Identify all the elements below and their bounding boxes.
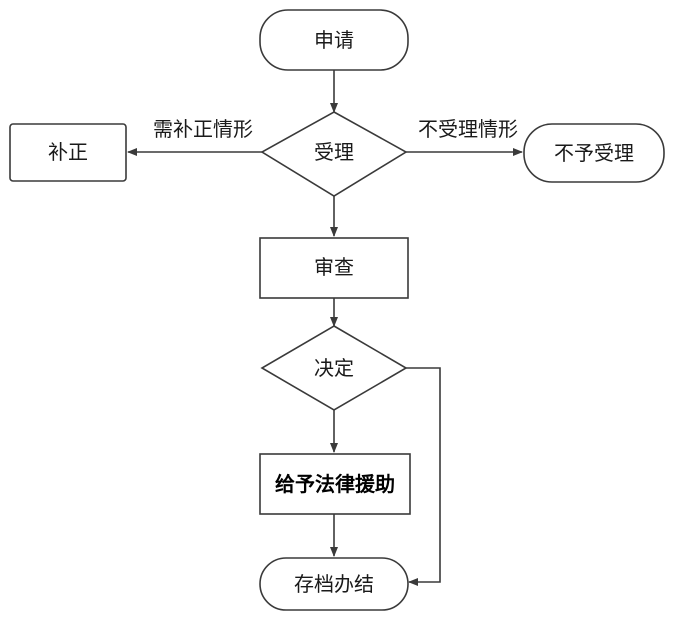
node-review-label: 审查 bbox=[314, 255, 354, 279]
node-apply: 申请 bbox=[259, 9, 409, 71]
node-review: 审查 bbox=[259, 237, 409, 299]
node-apply-label: 申请 bbox=[314, 28, 354, 52]
label-need-correction: 需补正情形 bbox=[153, 117, 253, 141]
node-reject-label: 不予受理 bbox=[554, 141, 634, 165]
node-accept: 受理 bbox=[260, 111, 408, 197]
node-grant-label: 给予法律援助 bbox=[275, 472, 395, 496]
node-correct-label: 补正 bbox=[48, 140, 88, 164]
node-archive-label: 存档办结 bbox=[294, 572, 374, 596]
node-grant: 给予法律援助 bbox=[259, 453, 411, 515]
label-not-accepted: 不受理情形 bbox=[418, 117, 518, 141]
node-archive: 存档办结 bbox=[259, 557, 409, 611]
node-reject: 不予受理 bbox=[523, 123, 665, 183]
node-decide: 决定 bbox=[260, 325, 408, 411]
node-decide-label: 决定 bbox=[314, 356, 354, 380]
node-accept-label: 受理 bbox=[314, 140, 354, 164]
node-correct: 补正 bbox=[9, 123, 127, 182]
edge-decide-archive bbox=[406, 367, 441, 586]
